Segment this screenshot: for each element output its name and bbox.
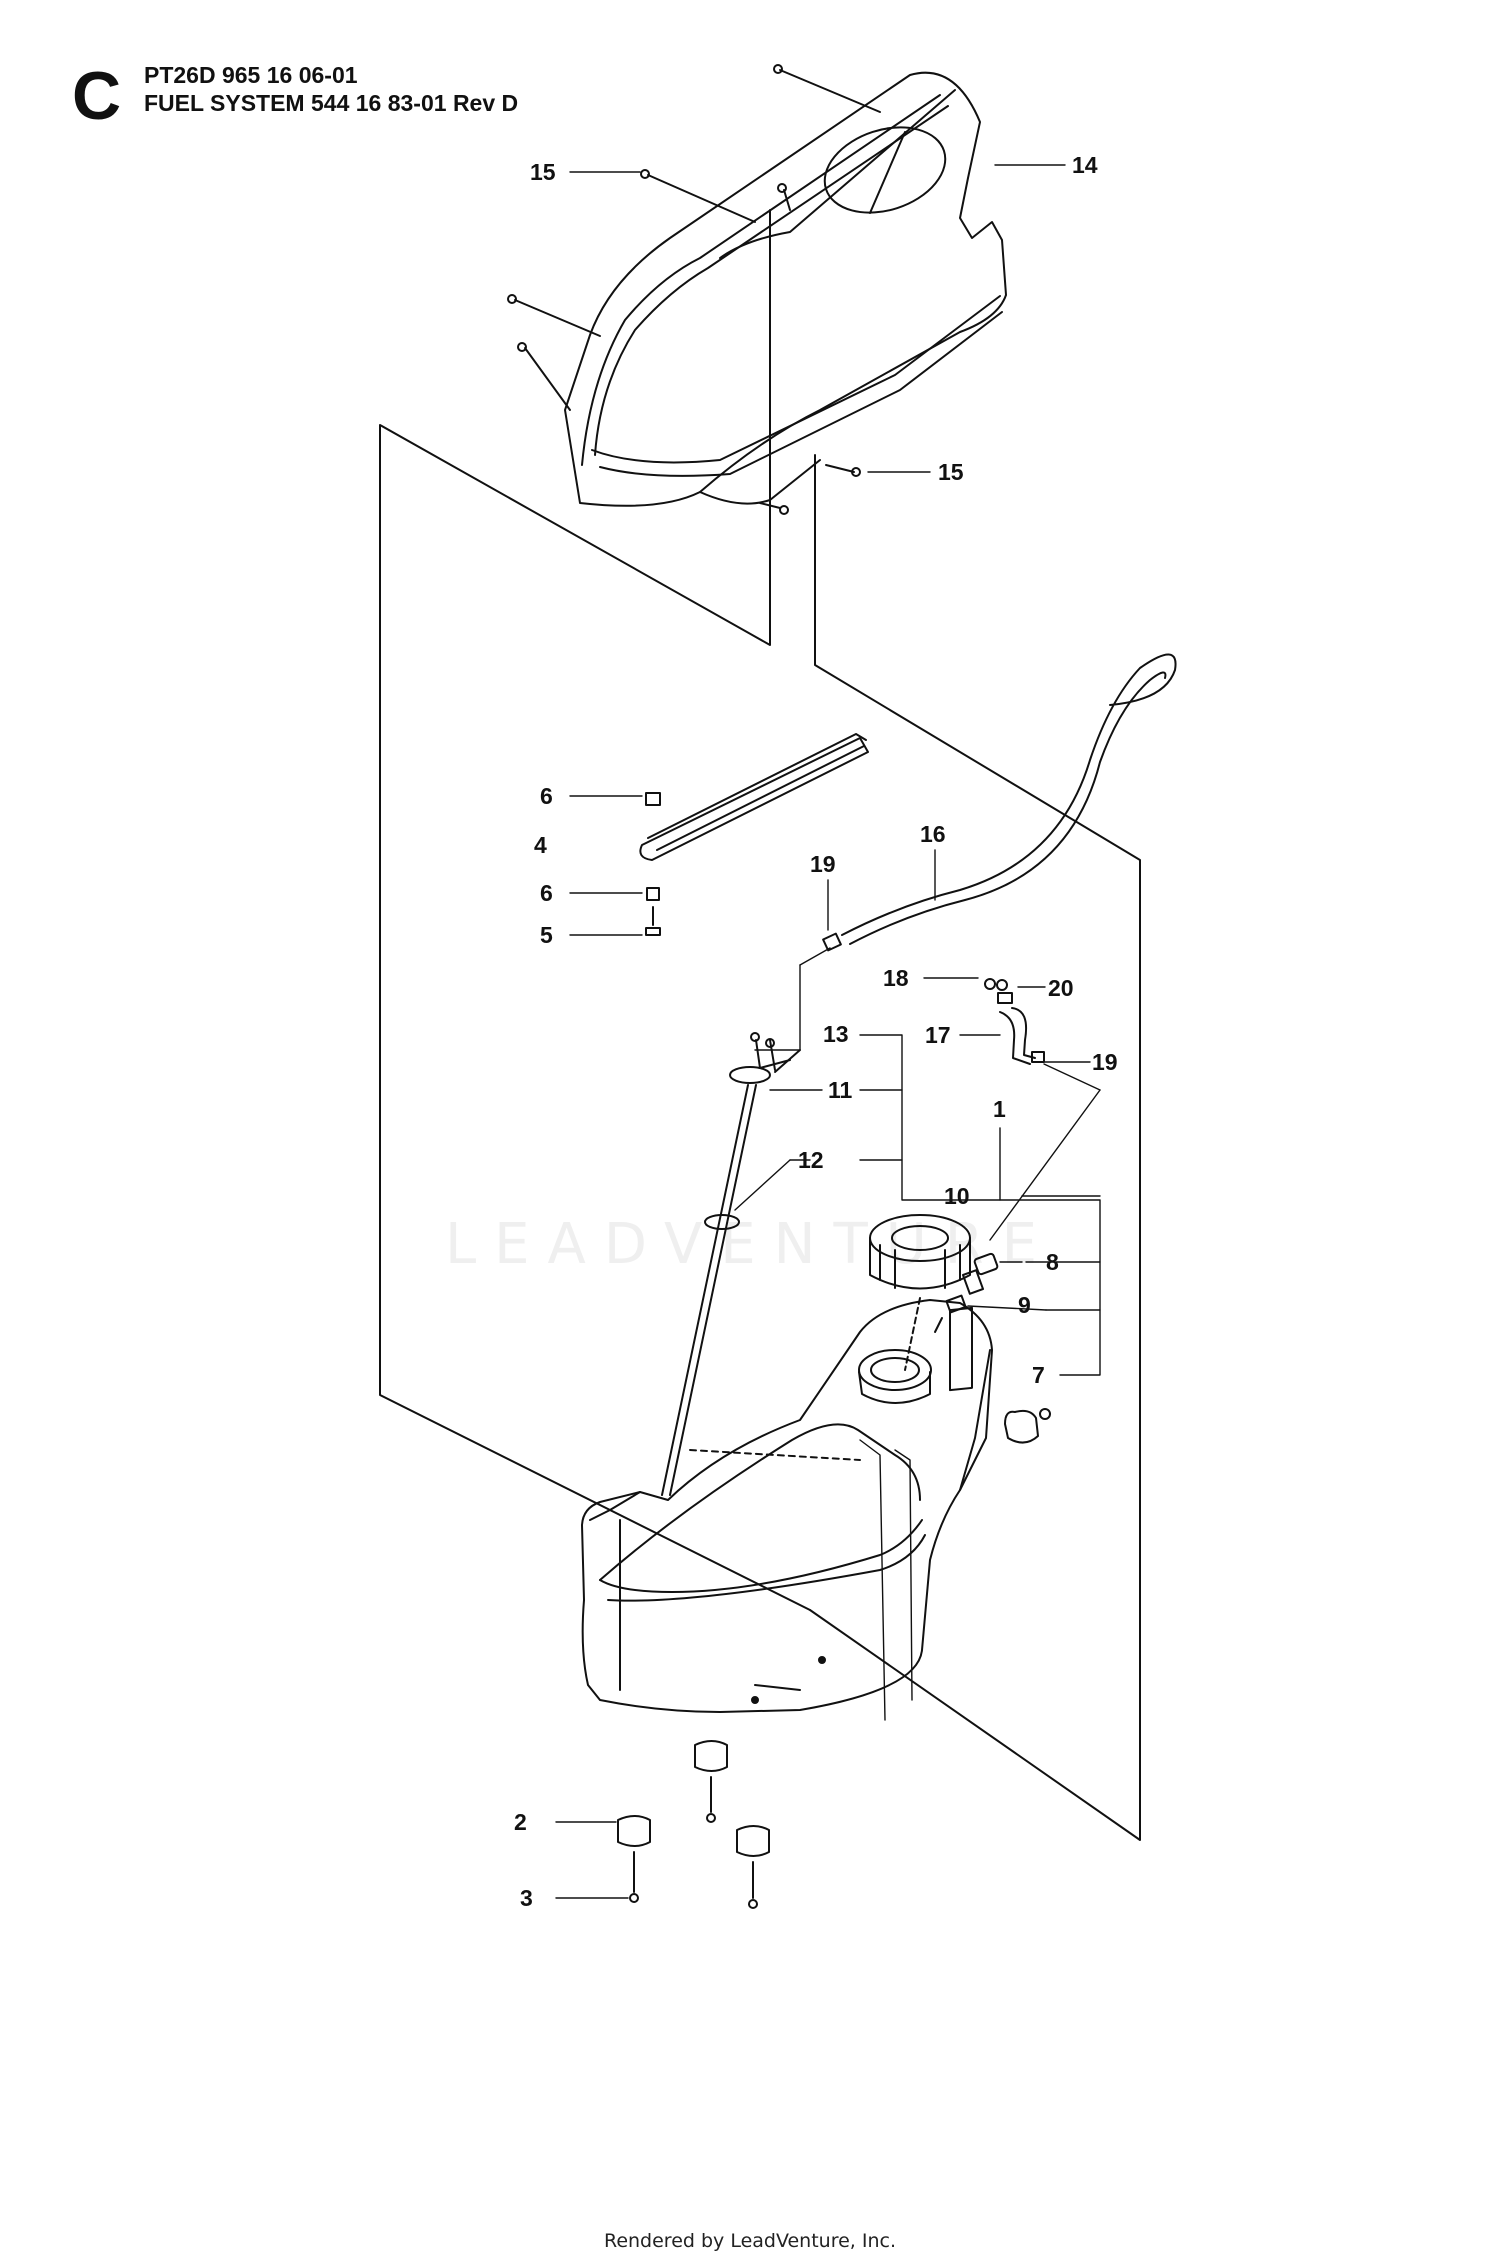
callout-label: 3 <box>520 1885 533 1911</box>
callout-label: 9 <box>1018 1292 1031 1318</box>
callout-labels: 15 14 15 6 4 6 5 16 19 18 20 13 17 19 11… <box>514 152 1118 1911</box>
watermark: LEADVENTURE <box>444 1212 1056 1277</box>
cover-screws <box>507 64 1066 515</box>
top-cover <box>564 71 1007 507</box>
fuel-hose <box>754 653 1177 1051</box>
callout-label: 13 <box>823 1021 849 1047</box>
pickup-tube <box>661 1032 1101 1496</box>
callout-label: 15 <box>530 159 556 185</box>
callout-label: 7 <box>1032 1362 1045 1388</box>
callout-label: 12 <box>798 1147 824 1173</box>
callout-label: 4 <box>534 832 547 858</box>
section-letter: C <box>72 58 122 134</box>
callout-label: 1 <box>993 1096 1006 1122</box>
callout-label: 15 <box>938 459 964 485</box>
bracket <box>569 733 869 936</box>
callout-label: 6 <box>540 783 553 809</box>
callout-label: 16 <box>920 821 946 847</box>
diagram-title: FUEL SYSTEM 544 16 83-01 Rev D <box>144 90 519 116</box>
callout-label: 2 <box>514 1809 527 1835</box>
callout-label: 8 <box>1046 1249 1059 1275</box>
callout-label: 19 <box>1092 1049 1118 1075</box>
callout-label: 19 <box>810 851 836 877</box>
callout-label: 17 <box>925 1022 951 1048</box>
callout-label: 6 <box>540 880 553 906</box>
vent-hose <box>923 977 1101 1241</box>
fittings <box>934 1252 1047 1333</box>
model-line: PT26D 965 16 06-01 <box>144 62 358 88</box>
footer-credit: Rendered by LeadVenture, Inc. <box>603 2230 897 2252</box>
callout-label: 14 <box>1072 152 1098 178</box>
tank-feet <box>555 1740 770 1909</box>
callout-label: 10 <box>944 1183 970 1209</box>
callout-label: 18 <box>883 965 909 991</box>
callout-label: 20 <box>1048 975 1074 1001</box>
callout-label: 11 <box>828 1077 853 1103</box>
fuel-tank <box>581 1299 1051 1721</box>
fuel-cap <box>869 1214 971 1371</box>
callout-label: 5 <box>540 922 553 948</box>
